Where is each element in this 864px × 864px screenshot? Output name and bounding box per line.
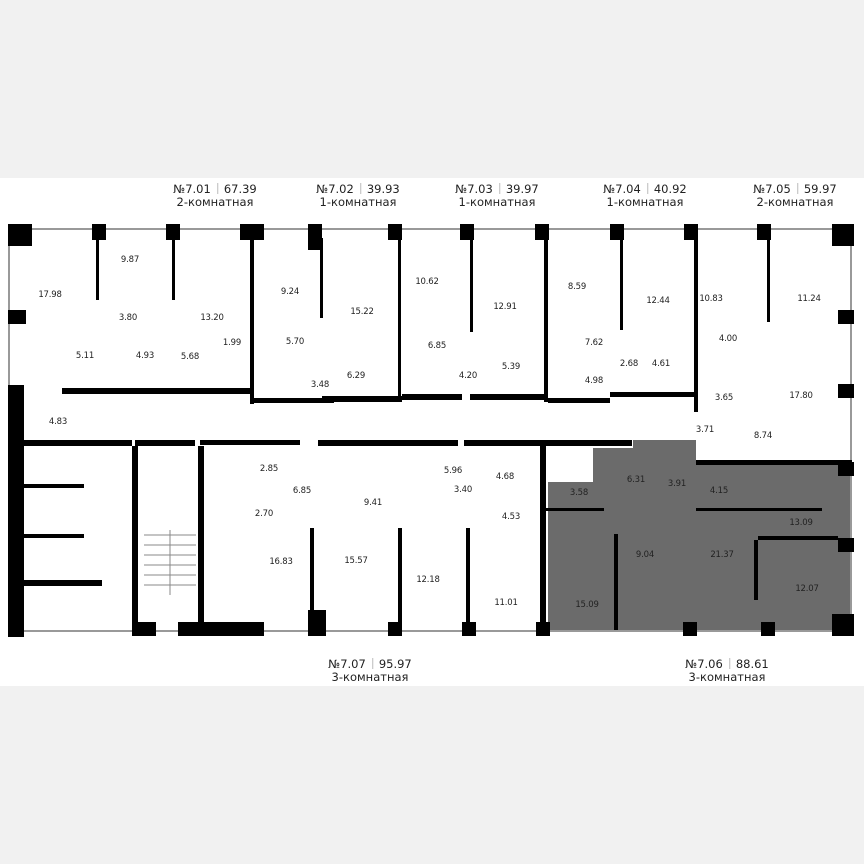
room-area-label: 3.48 <box>310 380 330 390</box>
room-area-label: 4.83 <box>48 417 68 427</box>
room-area-label: 17.98 <box>38 290 62 300</box>
room-area-label: 8.59 <box>567 282 587 292</box>
room-area-label: 4.61 <box>651 359 671 369</box>
room-area-label: 11.24 <box>797 294 821 304</box>
room-area-label: 5.11 <box>75 351 95 361</box>
room-area-label: 15.09 <box>575 600 599 610</box>
apartment-type: 1-комнатная <box>458 195 536 209</box>
apartment-type: 1-комнатная <box>606 195 684 209</box>
room-area-label: 6.31 <box>626 475 646 485</box>
room-area-label: 2.70 <box>254 509 274 519</box>
divider <box>796 183 798 194</box>
apartment-number: №7.04 <box>603 182 641 196</box>
room-area-label: 11.01 <box>494 598 518 608</box>
apartment-7-06-highlight[interactable] <box>548 440 852 632</box>
apartment-type: 3-комнатная <box>331 670 409 684</box>
room-area-label: 13.09 <box>789 518 813 528</box>
room-area-label: 1.99 <box>222 338 242 348</box>
apartment-type: 3-комнатная <box>688 670 766 684</box>
room-area-label: 3.58 <box>569 488 589 498</box>
divider <box>359 183 361 194</box>
room-area-label: 12.44 <box>646 296 670 306</box>
room-area-label: 10.62 <box>415 277 439 287</box>
room-area-label: 9.04 <box>635 550 655 560</box>
room-area-label: 10.83 <box>699 294 723 304</box>
room-area-label: 3.80 <box>118 313 138 323</box>
apartment-number: №7.01 <box>173 182 211 196</box>
room-area-label: 5.96 <box>443 466 463 476</box>
apartment-area: 67.39 <box>223 182 257 196</box>
room-area-label: 4.20 <box>458 371 478 381</box>
room-area-label: 5.39 <box>501 362 521 372</box>
apartment-area: 95.97 <box>378 657 412 671</box>
room-area-label: 13.20 <box>200 313 224 323</box>
room-area-label: 4.68 <box>495 472 515 482</box>
staircase <box>144 530 196 595</box>
divider <box>371 658 373 669</box>
apartment-area: 39.97 <box>505 182 539 196</box>
room-area-label: 4.00 <box>718 334 738 344</box>
apartment-type: 1-комнатная <box>319 195 397 209</box>
room-area-label: 3.65 <box>714 393 734 403</box>
room-area-label: 12.07 <box>795 584 819 594</box>
apartment-area: 40.92 <box>653 182 687 196</box>
room-area-label: 6.29 <box>346 371 366 381</box>
room-area-label: 8.74 <box>753 431 773 441</box>
room-area-label: 3.91 <box>667 479 687 489</box>
apartment-number: №7.06 <box>685 657 723 671</box>
room-area-label: 21.37 <box>710 550 734 560</box>
apartment-area: 59.97 <box>803 182 837 196</box>
room-area-label: 17.80 <box>789 391 813 401</box>
room-area-label: 7.62 <box>584 338 604 348</box>
room-area-label: 3.71 <box>695 425 715 435</box>
room-area-label: 16.83 <box>269 557 293 567</box>
apartment-number: №7.05 <box>753 182 791 196</box>
divider <box>728 658 730 669</box>
room-area-label: 2.68 <box>619 359 639 369</box>
room-area-label: 15.22 <box>350 307 374 317</box>
walls <box>8 224 854 637</box>
apartment-number: №7.03 <box>455 182 493 196</box>
room-area-label: 4.53 <box>501 512 521 522</box>
room-area-label: 4.98 <box>584 376 604 386</box>
apartment-type: 2-комнатная <box>756 195 834 209</box>
room-area-label: 5.68 <box>180 352 200 362</box>
apartment-number: №7.02 <box>316 182 354 196</box>
divider <box>498 183 500 194</box>
apartment-area: 39.93 <box>366 182 400 196</box>
room-area-label: 4.93 <box>135 351 155 361</box>
room-area-label: 5.70 <box>285 337 305 347</box>
room-area-label: 15.57 <box>344 556 368 566</box>
apartment-type: 2-комнатная <box>176 195 254 209</box>
room-area-label: 6.85 <box>427 341 447 351</box>
room-area-label: 12.91 <box>493 302 517 312</box>
room-area-label: 9.24 <box>280 287 300 297</box>
room-area-label: 9.41 <box>363 498 383 508</box>
divider <box>646 183 648 194</box>
room-area-label: 12.18 <box>416 575 440 585</box>
divider <box>216 183 218 194</box>
room-area-label: 3.40 <box>453 485 473 495</box>
apartment-number: №7.07 <box>328 657 366 671</box>
room-area-label: 4.15 <box>709 486 729 496</box>
room-area-label: 2.85 <box>259 464 279 474</box>
apartment-area: 88.61 <box>735 657 769 671</box>
room-area-label: 9.87 <box>120 255 140 265</box>
room-area-label: 6.85 <box>292 486 312 496</box>
